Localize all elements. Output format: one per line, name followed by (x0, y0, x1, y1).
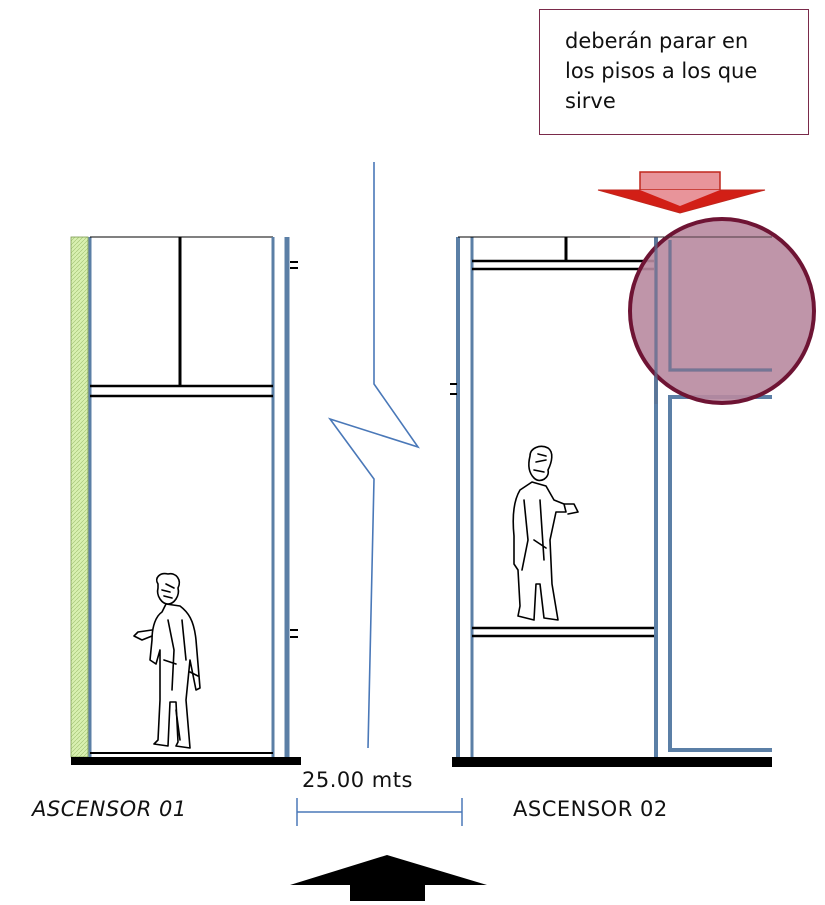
up-arrow-icon (290, 855, 487, 901)
elevator-01-label: ASCENSOR 01 (32, 797, 187, 821)
down-arrow-icon (597, 171, 766, 214)
break-line (327, 162, 421, 749)
ground-slab (71, 757, 301, 765)
note-line-2: los pisos a los que (565, 59, 758, 83)
elevator-02-label: ASCENSOR 02 (513, 797, 668, 821)
note-line-3: sirve (565, 89, 616, 113)
note-line-1: deberán parar en (565, 29, 749, 53)
landing-wall-overlay (668, 240, 772, 372)
distance-label: 25.00 mts (302, 768, 413, 792)
ground-slab (452, 757, 772, 767)
person-figure-icon (512, 445, 579, 621)
note-box: deberán parar en los pisos a los que sir… (539, 9, 809, 135)
hatched-wall (70, 236, 89, 758)
elevator-02-section (450, 236, 772, 767)
landing-wall-lower (668, 395, 772, 752)
elevator-01-section (70, 236, 301, 765)
person-figure-icon (133, 572, 201, 749)
distance-dimension (296, 798, 463, 826)
highlight-circle (628, 217, 816, 405)
